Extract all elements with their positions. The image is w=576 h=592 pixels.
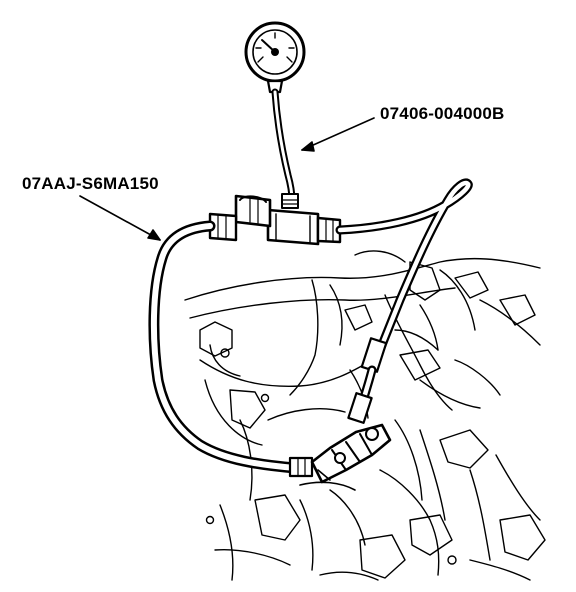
fuel-rail-connector	[299, 423, 392, 491]
pressure-gauge	[244, 21, 306, 94]
hose-leader-arrow	[147, 229, 161, 241]
return-hose	[335, 178, 473, 424]
gauge-leader-arrow	[301, 141, 315, 152]
gauge-hose	[271, 88, 299, 209]
gauge-leader-line	[301, 117, 375, 151]
fuel-pressure-hose	[148, 220, 314, 478]
hose-part-number-label: 07AAJ-S6MA150	[22, 174, 159, 193]
callout-leaders	[79, 117, 375, 241]
hose-leader-line	[79, 195, 161, 241]
pressure-tee-fitting	[208, 194, 342, 246]
gauge-part-number-label: 07406-004000B	[380, 104, 505, 123]
